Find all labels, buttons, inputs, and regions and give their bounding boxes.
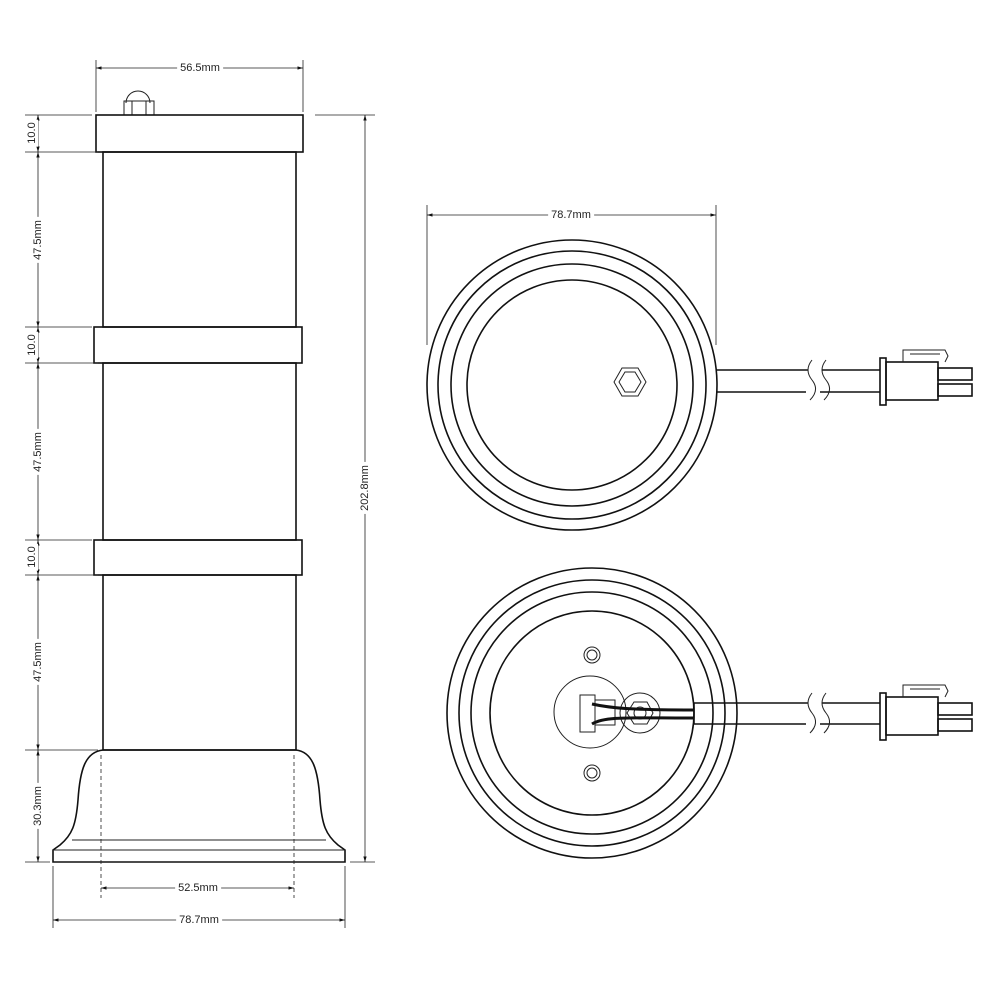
ring-1 [93, 326, 303, 364]
bottom-view [446, 567, 973, 859]
ring-1-label: 10.0 [26, 331, 38, 359]
led-indicator [123, 90, 155, 116]
side-view [25, 60, 375, 928]
hex-nut-icon [613, 367, 647, 397]
cable [693, 692, 880, 734]
base-outer-width-label: 78.7mm [176, 914, 222, 926]
cap-height-label: 10.0 [26, 119, 38, 147]
socket [553, 675, 695, 749]
base [52, 749, 346, 898]
base-inner-width-label: 52.5mm [175, 882, 221, 894]
connector-plug [879, 349, 973, 406]
base-height-label: 30.3mm [32, 783, 44, 829]
section-2-label: 47.5mm [32, 429, 44, 475]
top-cap [95, 114, 304, 153]
top-width-label: 56.5mm [177, 62, 223, 74]
tier-1 [102, 151, 297, 328]
connector-plug [879, 684, 973, 741]
ring-2 [93, 539, 303, 576]
cable [716, 359, 880, 401]
top-view [426, 205, 973, 531]
ring-2-label: 10.0 [26, 543, 38, 571]
top-view-diameter-label: 78.7mm [548, 209, 594, 221]
section-1-label: 47.5mm [32, 217, 44, 263]
tier-3 [102, 574, 297, 751]
total-height-label: 202.8mm [359, 462, 371, 514]
tier-2 [102, 362, 297, 541]
section-3-label: 47.5mm [32, 639, 44, 685]
